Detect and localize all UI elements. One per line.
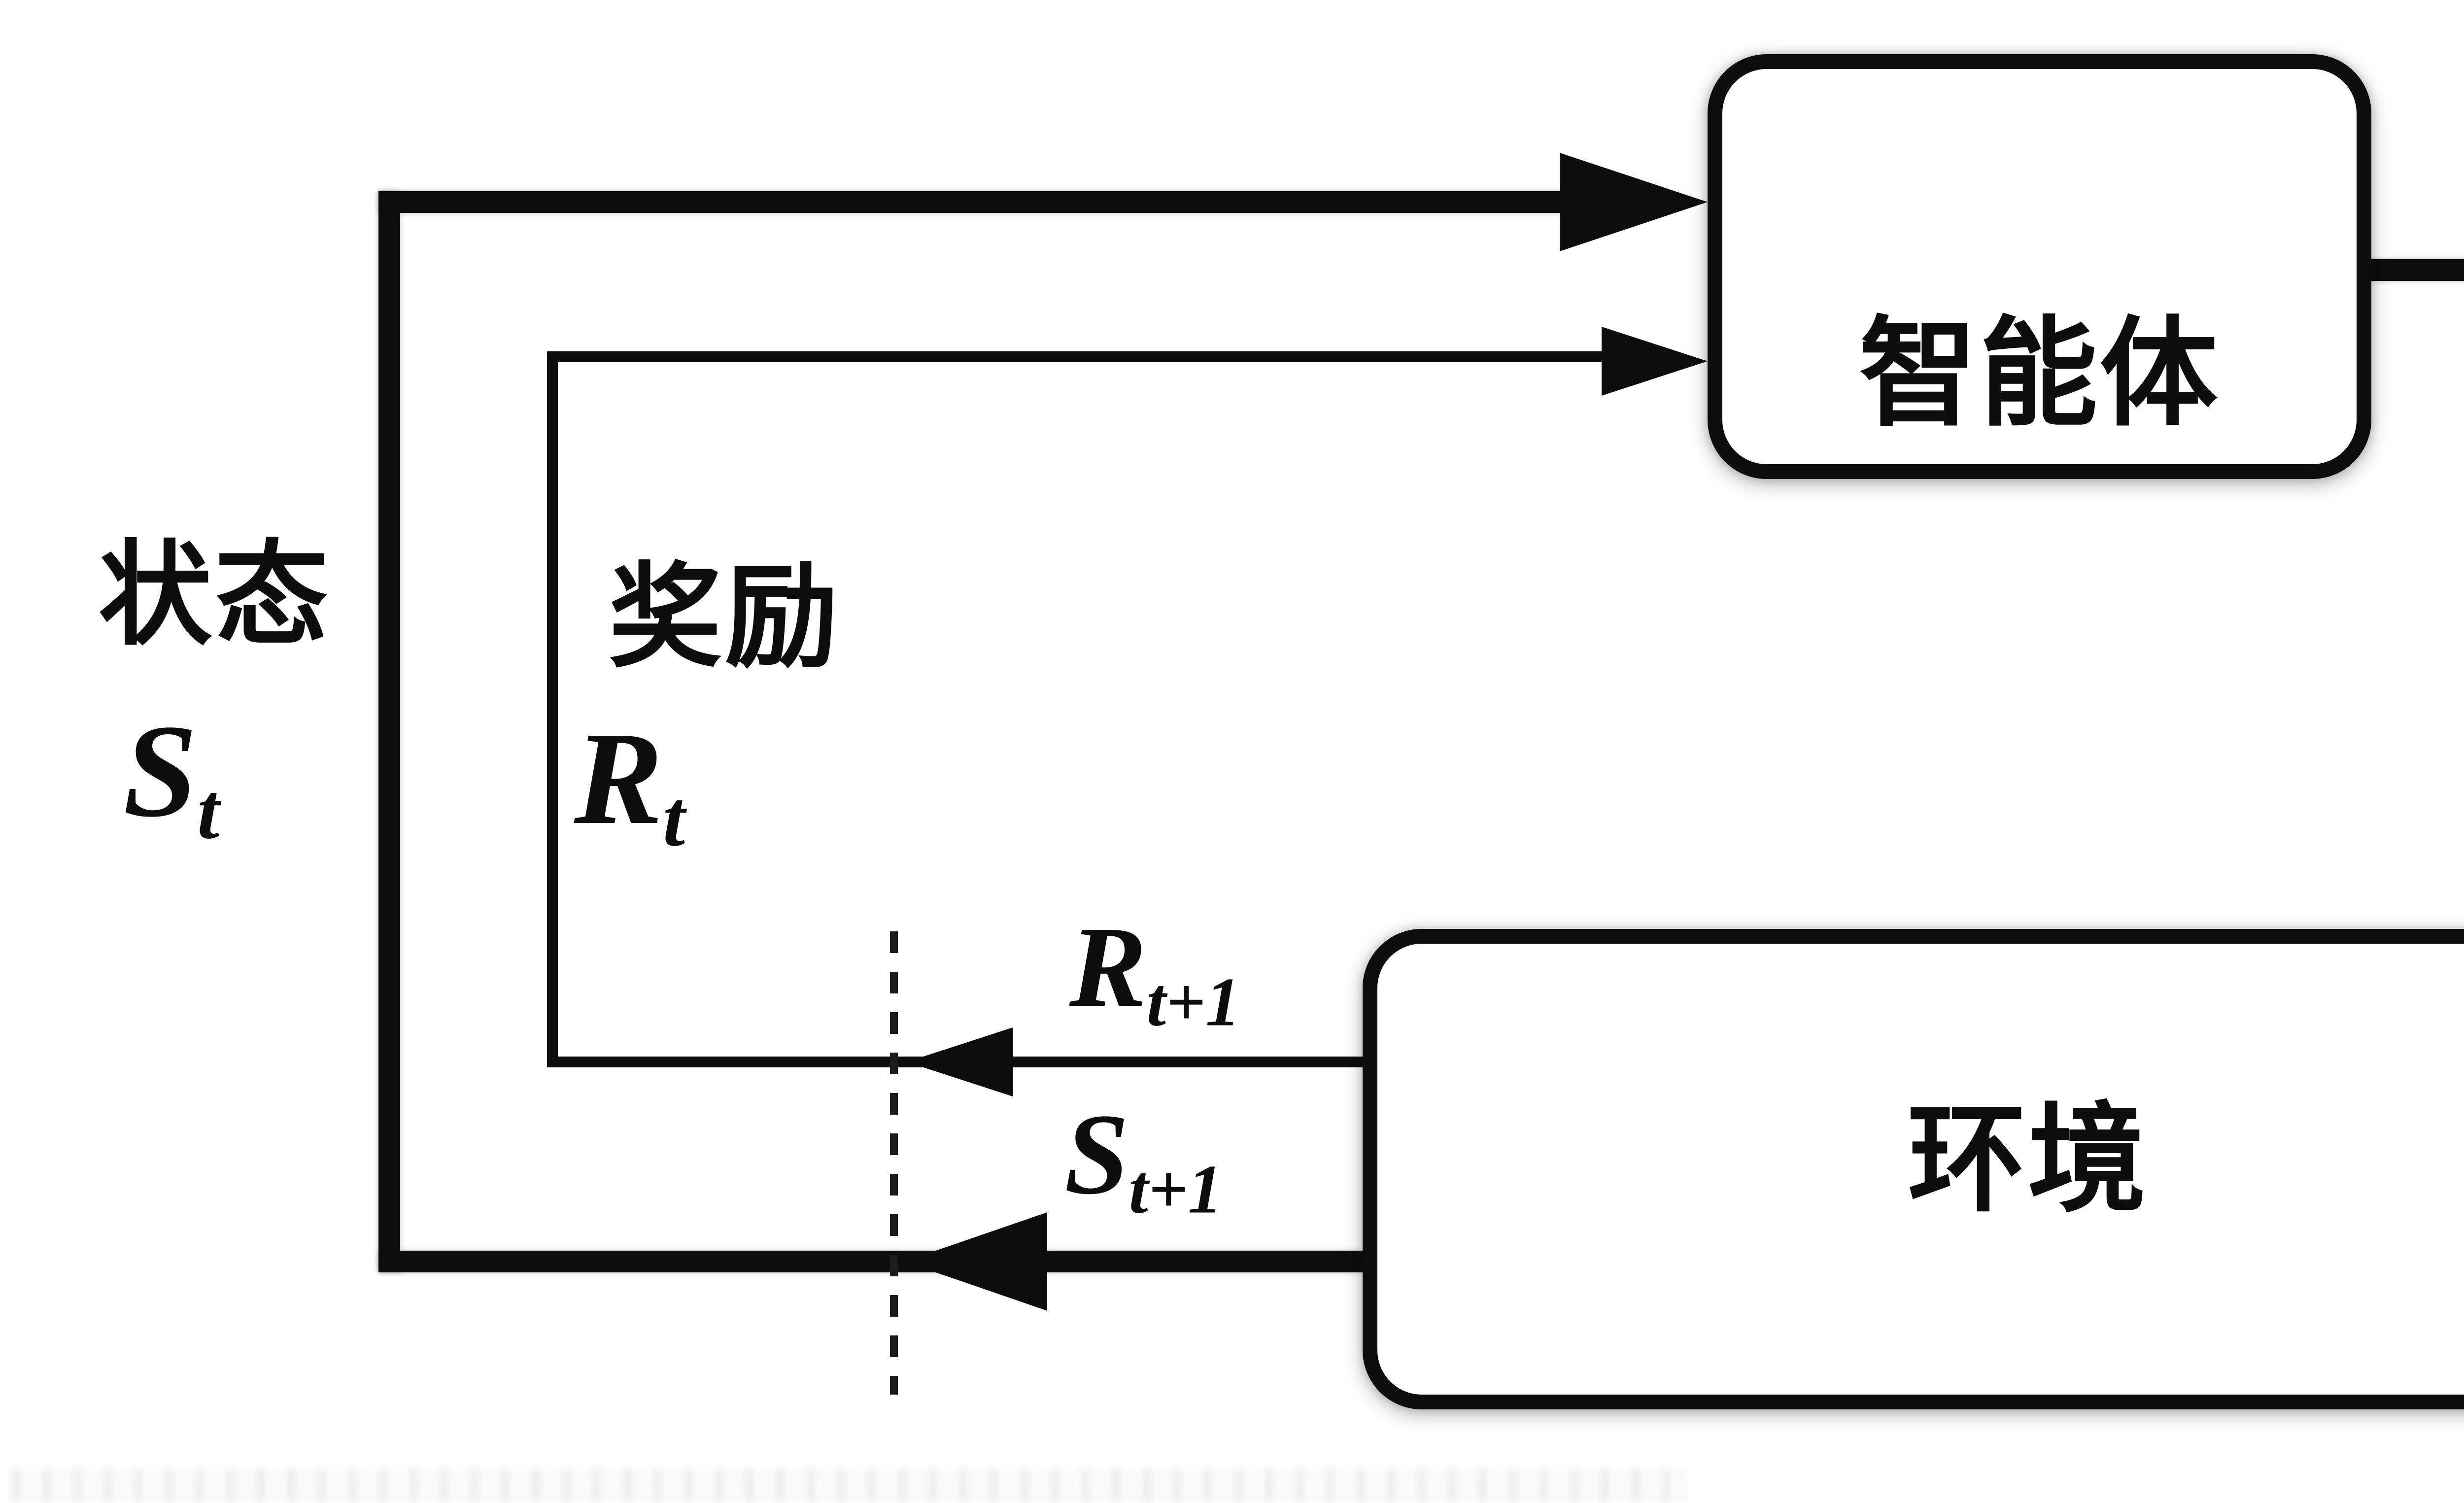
state-symbol: St [123, 705, 219, 852]
next-state-symbol-sub: t+1 [1129, 1151, 1223, 1228]
environment-label: 环境 [1907, 1095, 2148, 1226]
next-state-symbol: St+1 [1064, 1096, 1223, 1224]
state-caption: 状态 [99, 533, 332, 659]
reward-line-top [547, 351, 1607, 362]
agent-box [1708, 54, 2371, 479]
next-reward-symbol-main: R [1069, 903, 1147, 1031]
state-symbol-main: S [123, 697, 198, 845]
reward-arrowhead-into-agent [1602, 327, 1708, 396]
next-reward-symbol-sub: t+1 [1146, 963, 1240, 1041]
action-line-top [2371, 259, 2464, 281]
state-line-top [378, 191, 1571, 213]
timestep-dashed-line [890, 931, 898, 1395]
state-symbol-sub: t [197, 767, 220, 856]
reward-line-vertical [547, 351, 558, 1067]
reward-arrowhead-next-reward [907, 1027, 1013, 1096]
reward-symbol-main: R [574, 705, 663, 852]
agent-label: 智能体 [1859, 309, 2220, 440]
state-arrowhead-next-state [904, 1212, 1047, 1311]
state-line-vertical [378, 191, 400, 1272]
next-reward-symbol: Rt+1 [1069, 909, 1240, 1037]
reward-symbol-sub: t [663, 775, 685, 863]
environment-box [1363, 929, 2464, 1409]
state-arrowhead-into-agent [1560, 153, 1708, 251]
state-line-bottom [378, 1251, 1363, 1272]
cropped-caption-band [12, 1469, 1688, 1503]
reward-symbol: Rt [574, 712, 685, 859]
reward-caption: 奖励 [609, 555, 842, 681]
next-state-symbol-main: S [1064, 1090, 1129, 1218]
